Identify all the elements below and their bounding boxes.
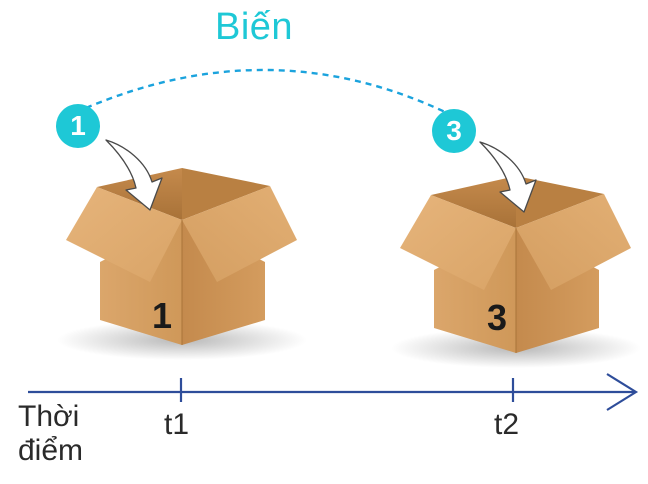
box-3 <box>390 141 642 369</box>
value-change-link <box>85 68 446 114</box>
badge-1-text: 1 <box>70 110 86 141</box>
time-axis-label-line2: điểm <box>18 434 84 467</box>
tick-label-t1: t1 <box>164 408 190 441</box>
box-3-label: 3 <box>487 297 508 338</box>
time-axis <box>28 373 639 411</box>
badge-3-text: 3 <box>446 115 462 146</box>
diagram-title: Biến <box>214 6 294 48</box>
box-1 <box>56 139 308 361</box>
time-axis-label-line1: Thời <box>18 400 80 433</box>
box-1-label: 1 <box>152 295 173 336</box>
time-axis-label: Thời điểm <box>18 400 83 468</box>
badge-value-1 <box>56 104 100 148</box>
tick-label-t2: t2 <box>494 408 520 441</box>
badge-value-3 <box>432 109 476 153</box>
